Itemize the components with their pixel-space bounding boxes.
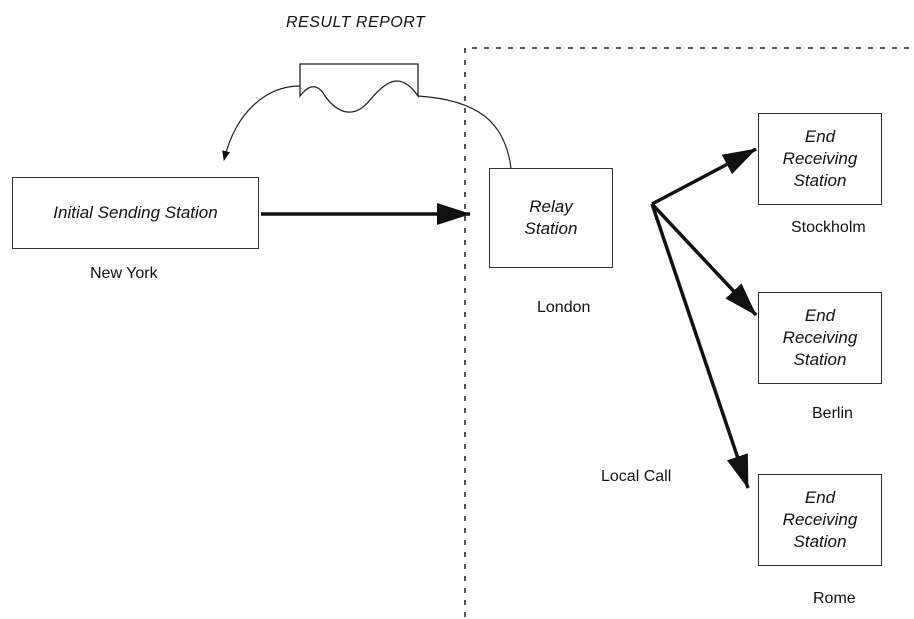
initial-sending-station-box: Initial Sending Station bbox=[12, 177, 259, 249]
result-report-title: RESULT REPORT bbox=[286, 14, 426, 31]
initial-sending-station-label: Initial Sending Station bbox=[53, 203, 218, 222]
stockholm-label: Stockholm bbox=[791, 219, 866, 236]
relay-to-rome-arrow bbox=[650, 203, 750, 489]
end-receiving-station-berlin-box: End Receiving Station bbox=[758, 292, 882, 384]
berlin-label: Berlin bbox=[812, 405, 853, 422]
relay-station-label: Relay Station bbox=[524, 197, 578, 238]
relay-to-berlin-arrow bbox=[650, 202, 758, 317]
end-receiving-station-rome-box: End Receiving Station bbox=[758, 474, 882, 566]
result-report-curve bbox=[417, 95, 512, 169]
end-receiving-station-label: End Receiving Station bbox=[782, 306, 858, 369]
london-label: London bbox=[537, 299, 591, 316]
local-call-label: Local Call bbox=[601, 468, 672, 485]
end-receiving-station-stockholm-box: End Receiving Station bbox=[758, 113, 882, 205]
rome-label: Rome bbox=[813, 590, 856, 607]
result-report-arrow bbox=[222, 85, 301, 161]
end-receiving-station-label: End Receiving Station bbox=[782, 488, 858, 551]
new-york-label: New York bbox=[90, 265, 158, 282]
end-receiving-station-label: End Receiving Station bbox=[782, 127, 858, 190]
relay-to-stockholm-arrow bbox=[651, 147, 757, 206]
relay-station-box: Relay Station bbox=[489, 168, 613, 268]
document-icon bbox=[299, 63, 419, 113]
